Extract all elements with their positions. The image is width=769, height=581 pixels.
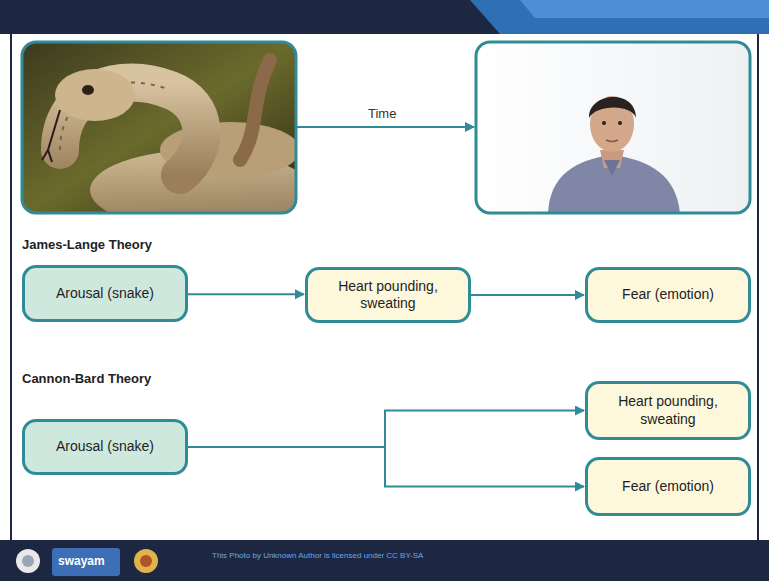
footer-bar bbox=[0, 540, 769, 581]
box-text: Fear (emotion) bbox=[622, 286, 714, 304]
person-photo bbox=[476, 42, 750, 213]
logo-emblem bbox=[134, 549, 158, 573]
logo-emblem bbox=[16, 549, 40, 573]
connector-arrow bbox=[188, 411, 584, 448]
header-bar bbox=[0, 0, 769, 34]
slide-border bbox=[10, 34, 12, 540]
swayam-logo bbox=[52, 548, 120, 576]
emotion-box: Fear (emotion) bbox=[585, 267, 751, 323]
box-text: Arousal (snake) bbox=[56, 438, 154, 456]
box-text: Heart pounding, sweating bbox=[318, 278, 458, 313]
time-arrow bbox=[297, 126, 474, 128]
theory-heading: Cannon-Bard Theory bbox=[22, 371, 151, 386]
photo-credit: This Photo by Unknown Author is licensed… bbox=[212, 551, 423, 560]
logo-emblem bbox=[140, 555, 152, 567]
photo-frame bbox=[476, 42, 750, 213]
box-text: Fear (emotion) bbox=[622, 478, 714, 496]
emotion-box: Fear (emotion) bbox=[585, 457, 751, 516]
response-box: Heart pounding, sweating bbox=[585, 381, 751, 440]
time-label: Time bbox=[368, 106, 396, 121]
header-stripe bbox=[520, 0, 769, 18]
slide-border bbox=[757, 34, 759, 540]
stimulus-box: Arousal (snake) bbox=[22, 265, 188, 322]
connector-arrow bbox=[471, 294, 584, 296]
logo-text: swayam bbox=[58, 554, 105, 568]
box-text: Arousal (snake) bbox=[56, 285, 154, 303]
connector-arrow bbox=[188, 447, 584, 487]
logo-emblem bbox=[22, 555, 34, 567]
theory-heading: James-Lange Theory bbox=[22, 237, 152, 252]
response-box: Heart pounding, sweating bbox=[305, 267, 471, 323]
stimulus-box: Arousal (snake) bbox=[22, 419, 188, 475]
snake-photo bbox=[22, 42, 296, 213]
header-stripe bbox=[470, 0, 769, 34]
connector-arrow bbox=[188, 293, 304, 295]
box-text: Heart pounding, sweating bbox=[598, 393, 738, 428]
photo-frame bbox=[22, 42, 296, 213]
